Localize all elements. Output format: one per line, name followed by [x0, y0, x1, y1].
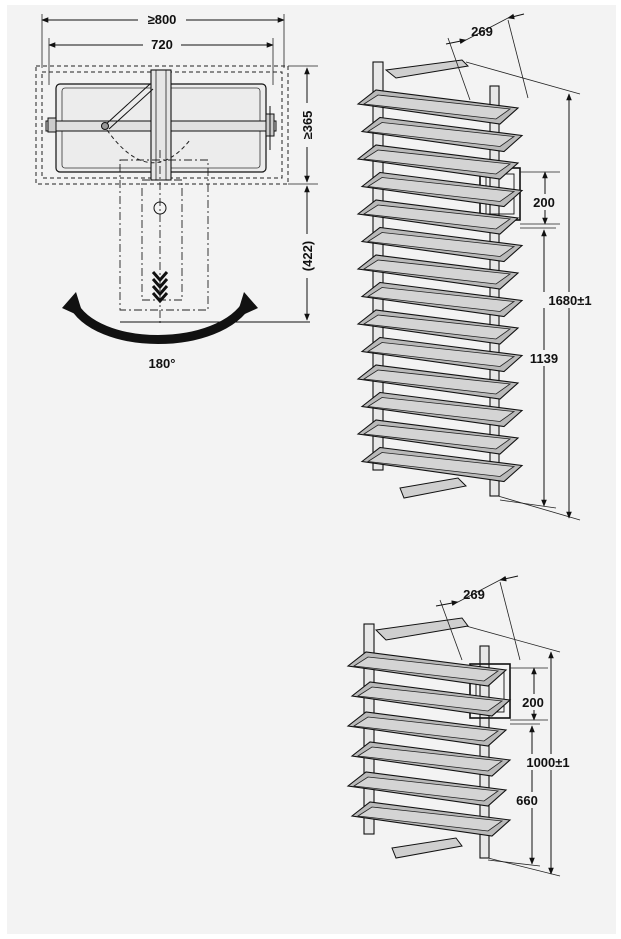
- shelf-tray-inner: [362, 149, 512, 175]
- shelf-tray-inner: [366, 122, 516, 147]
- shelf-tray-inner: [356, 686, 504, 712]
- dim-tall-depth: 269: [471, 24, 493, 39]
- shelf-tray-inner: [366, 177, 516, 202]
- shelf-tray-inner: [356, 806, 504, 832]
- shelf-tray-inner: [362, 369, 512, 395]
- shelf-tray-inner: [356, 746, 504, 772]
- top-view: [35, 11, 318, 344]
- shelf-tray-inner: [362, 314, 512, 340]
- dim-tall-handle-height: 200: [533, 195, 555, 210]
- dim-tall-overall-height: 1680±1: [548, 293, 591, 308]
- dim-swing-depth: (422): [300, 241, 315, 271]
- shelf-tray-inner: [366, 342, 516, 367]
- dim-width: 720: [151, 37, 173, 52]
- dim-short-handle-height: 200: [522, 695, 544, 710]
- shelf-tray-inner: [362, 259, 512, 285]
- dim-tall-lower-height: 1139: [530, 351, 558, 366]
- dim-min-depth: ≥365: [300, 111, 315, 140]
- shelf-tray-inner: [352, 776, 500, 802]
- shelf-tray-inner: [352, 656, 500, 682]
- tall-trays: [356, 89, 524, 483]
- dim-short-depth: 269: [463, 587, 485, 602]
- dim-rotation-angle: 180°: [149, 356, 176, 371]
- shelf-tray-inner: [366, 287, 516, 312]
- shelf-tray-inner: [362, 424, 512, 450]
- dim-short-overall-height: 1000±1: [526, 755, 569, 770]
- shelf-tray-inner: [362, 94, 512, 120]
- short-dims: [435, 575, 574, 877]
- short-trays: [346, 651, 512, 837]
- shelf-tray-inner: [362, 204, 512, 230]
- shelf-tray-inner: [366, 397, 516, 422]
- tall-dims: [445, 13, 599, 521]
- shelf-tray-inner: [366, 232, 516, 257]
- dim-min-width: ≥800: [148, 12, 177, 27]
- shelf-tray-inner: [366, 452, 516, 477]
- shelf-tray-inner: [352, 716, 500, 742]
- dim-short-lower-height: 660: [516, 793, 538, 808]
